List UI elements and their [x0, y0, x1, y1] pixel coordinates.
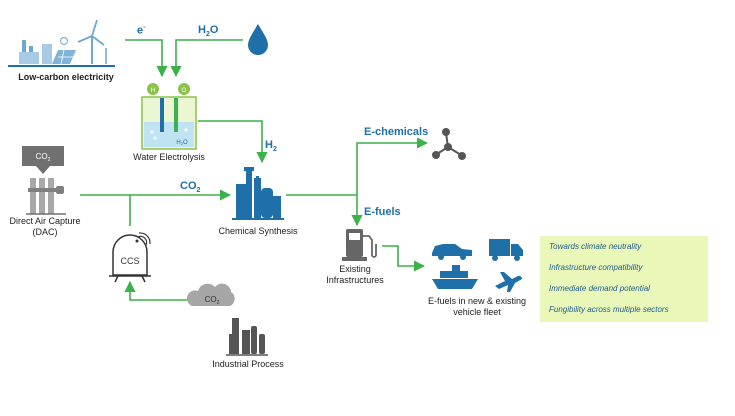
truck-icon — [489, 239, 523, 261]
electrolysis-label: Water Electrolysis — [133, 152, 205, 162]
infrastructure-label: Existing Infrastructures — [326, 264, 384, 285]
ccs-storage-icon: CCS — [109, 232, 151, 283]
synthesis-label: Chemical Synthesis — [218, 226, 298, 236]
industrial-plant-icon — [226, 318, 268, 356]
chemical-plant-icon — [232, 167, 284, 220]
fuel-pump-icon — [342, 229, 377, 261]
benefit-item: Immediate demand potential — [549, 284, 650, 293]
molecule-icon — [432, 128, 466, 160]
benefit-item: Towards climate neutrality — [549, 242, 642, 251]
airplane-icon — [495, 272, 523, 292]
co2-flow-label: CO2 — [180, 180, 201, 195]
dac-co2-label: CO2 — [36, 152, 51, 163]
electron-flow-label: e- — [137, 24, 146, 37]
water-flow-label: H2O — [198, 24, 219, 39]
electricity-to-electrolysis-arrow — [125, 39, 168, 78]
co2-cloud-icon: CO2 — [186, 283, 235, 306]
fleet-label: E-fuels in new & existing vehicle fleet — [427, 296, 527, 317]
echemicals-label: E-chemicals — [364, 126, 429, 138]
hydrogen-to-synthesis-arrow — [198, 120, 268, 164]
benefit-item: Infrastructure compatibility — [549, 263, 643, 272]
efuels-label: E-fuels — [364, 206, 401, 218]
water-drop-icon — [248, 24, 268, 55]
benefits-box: Towards climate neutrality Infrastructur… — [540, 236, 708, 322]
echemicals-arrow — [356, 137, 429, 195]
infrastructure-to-fleet-arrow — [382, 245, 426, 272]
ship-icon — [432, 265, 478, 289]
dac-label: Direct Air Capture (DAC) — [9, 216, 81, 237]
dac-unit-icon: CO2 — [22, 146, 66, 215]
industrial-to-ccs-arrow — [124, 280, 188, 301]
electrode-left-label: H — [151, 88, 155, 94]
cloud-co2-label: CO2 — [205, 295, 220, 306]
electricity-label: Low-carbon electricity — [18, 72, 114, 82]
industrial-process-label: Industrial Process — [212, 359, 284, 369]
renewable-power-icon — [8, 19, 115, 67]
hydrogen-flow-label: H2 — [265, 139, 277, 154]
benefit-item: Fungibility across multiple sectors — [549, 305, 669, 314]
water-to-electrolysis-arrow — [170, 39, 243, 78]
flow-arrows — [80, 39, 429, 301]
car-icon — [432, 244, 472, 256]
electrolysis-tank-label: H2O — [176, 140, 188, 146]
ccs-label: CCS — [120, 256, 139, 266]
electrolysis-cell-icon: H O H2O — [141, 83, 197, 150]
electrode-right-label: O — [182, 88, 187, 94]
